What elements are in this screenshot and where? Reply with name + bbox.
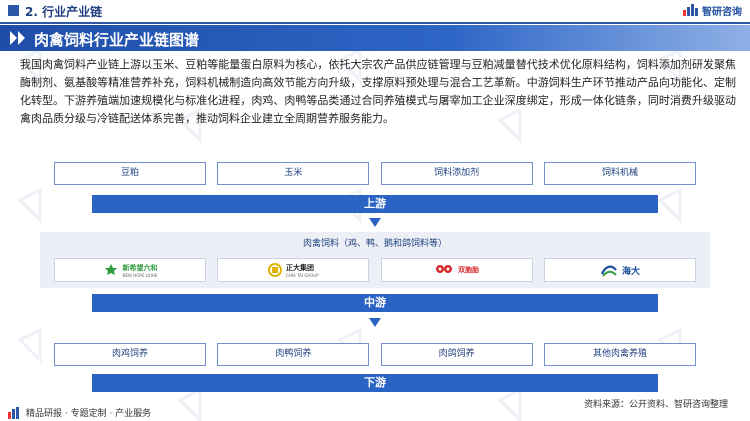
footer-tagline-text: 精品研报 · 专题定制 · 产业服务 [26,409,152,419]
double-arrow-icon [10,31,25,45]
company-name: 正大集团 [285,263,314,272]
downstream-label: 下游 [92,374,658,392]
brand-logo-icon [683,4,698,16]
brand-logo: 智研咨询 [683,3,742,18]
company-sub: CHIA TAI GROUP [285,272,319,278]
company-name: 新希望六和 [122,263,158,272]
newhope-logo-icon [104,264,117,275]
upstream-label: 上游 [92,195,658,213]
top-header: 2. 行业产业链 智研咨询 [0,0,750,22]
intro-paragraph: 我国肉禽饲料产业链上游以玉米、豆粕等能量蛋白原料为核心，依托大宗农产品供应链管理… [20,58,736,125]
footer-tagline: 精品研报 · 专题定制 · 产业服务 [8,406,151,419]
header-divider [0,22,750,24]
upstream-items: 豆粕 玉米 饲料添加剂 饲料机械 [54,162,696,185]
upstream-item-soybean-meal: 豆粕 [54,162,206,185]
midstream-panel: 肉禽饲料（鸡、鸭、鹅和鸽饲料等） 新希望六和 NEW HOPE LIUHE 正大… [40,232,710,288]
company-newhope: 新希望六和 NEW HOPE LIUHE [54,258,206,282]
chiatai-logo-icon [267,263,282,277]
haid-logo-icon [600,265,617,277]
downstream-item-other: 其他肉禽养殖 [543,343,696,366]
downstream-item-duck: 肉鸭饲养 [217,343,370,366]
company-sub: NEW HOPE LIUHE [122,272,158,278]
downstream-items: 肉鸡饲养 肉鸭饲养 肉鸽饲养 其他肉禽养殖 [54,343,696,366]
source-note: 资料来源：公开资料、智研咨询整理 [583,400,728,410]
downstream-item-pigeon: 肉鸽饲养 [380,343,533,366]
downstream-item-broiler: 肉鸡饲养 [54,343,206,366]
midstream-panel-title: 肉禽饲料（鸡、鸭、鹅和鸽饲料等） [302,239,447,249]
company-chiatai: 正大集团 CHIA TAI GROUP [217,258,370,282]
company-logos: 新希望六和 NEW HOPE LIUHE 正大集团 CHIA TAI GROUP… [54,258,696,282]
down-arrow-icon [369,218,381,227]
company-name: 海大 [621,266,640,277]
twins-logo-icon [436,265,453,273]
section-marker-icon [8,5,19,16]
title-bar: 肉禽饲料行业产业链图谱 [0,25,750,51]
upstream-item-corn: 玉米 [217,162,370,185]
upstream-item-feed-machinery: 饲料机械 [543,162,696,185]
section-title: 2. 行业产业链 [25,5,103,19]
midstream-label: 中游 [92,294,658,312]
company-haid: 海大 [543,258,696,282]
upstream-item-feed-additive: 饲料添加剂 [380,162,533,185]
page-title: 肉禽饲料行业产业链图谱 [34,31,200,49]
company-twins: 双胞胎 [380,258,533,282]
company-name: 双胞胎 [458,266,480,274]
brand-name: 智研咨询 [702,6,742,18]
brand-mark-icon [8,406,19,419]
down-arrow-icon [369,318,381,327]
